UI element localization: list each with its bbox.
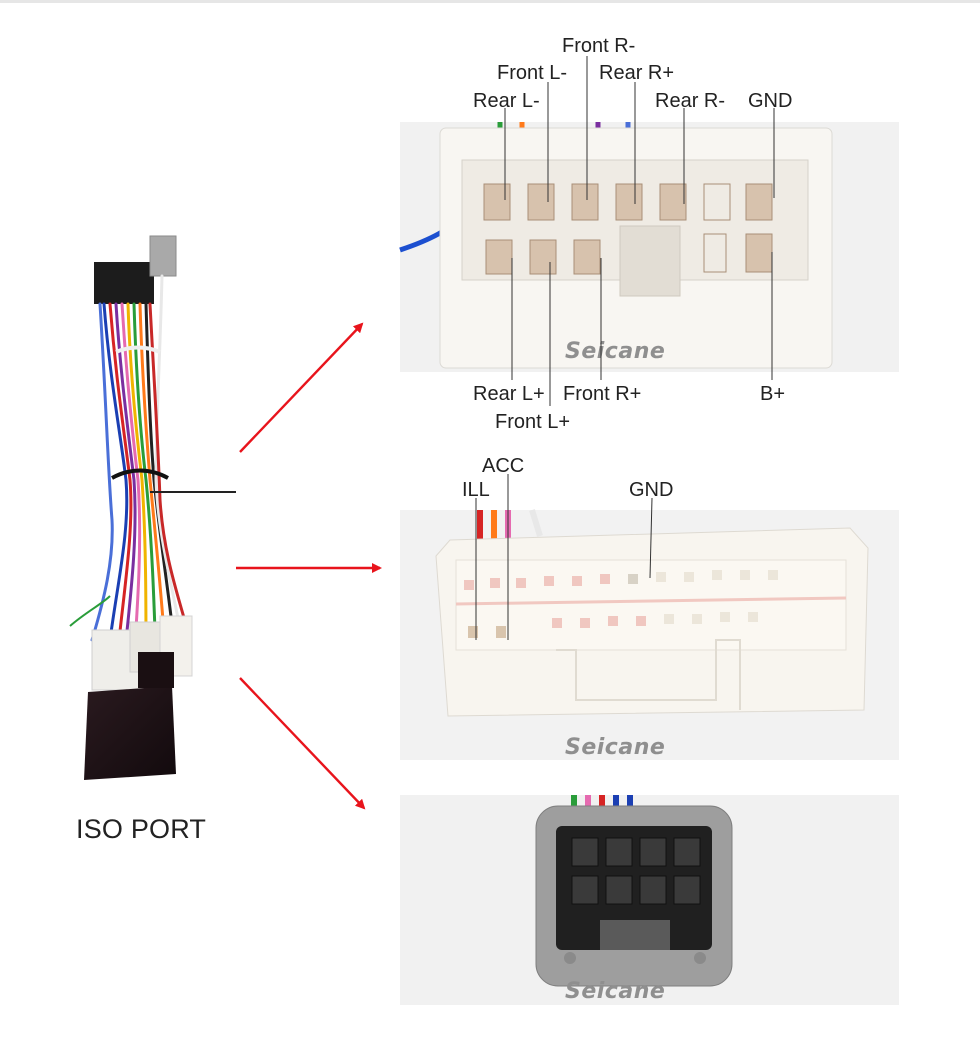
panel-top: Seicane Front R- Front L- Rear R+ Rear L… [399,35,899,433]
label-front-l-minus: Front L- [497,62,567,84]
label-b-plus: B+ [760,383,785,405]
pin-cavity-middle [455,559,847,651]
label-rear-l-plus: Rear L+ [473,383,545,405]
panel-bottom: Seicane [400,795,899,1005]
black-connector [94,262,154,304]
pin-top-2 [527,183,555,221]
pin-top-1 [483,183,511,221]
pin-top-4 [615,183,643,221]
label-front-l-plus: Front L+ [495,411,570,433]
grey-plug [149,235,177,277]
arrow-to-top [239,322,364,453]
pin-bottom-4 [703,233,727,273]
keying-slot [619,225,681,297]
label-rear-l-minus: Rear L- [473,90,540,112]
pin-bottom-1 [485,239,513,275]
watermark-top: Seicane [565,339,665,364]
pin-top-3 [571,183,599,221]
label-gnd-middle: GND [629,479,673,501]
pin-top-6 [703,183,731,221]
label-front-r-plus: Front R+ [563,383,641,405]
watermark-bottom: Seicane [565,979,665,1004]
pin-bottom-3 [573,239,601,275]
canbus-box [84,686,176,780]
box-lid [138,652,174,688]
keying-notch [600,920,670,950]
watermark-middle: Seicane [565,735,665,760]
iso-port-caption: ISO PORT [76,814,207,844]
pin-top-5 [659,183,687,221]
leader-gnd-middle [649,497,653,579]
arrow-to-bottom [239,677,366,810]
label-gnd-top: GND [748,90,792,112]
label-ill: ILL [462,479,490,501]
label-rear-r-plus: Rear R+ [599,62,674,84]
top-divider [0,0,980,3]
panel-middle: Seicane ACC ILL GND [400,455,899,760]
pin-top-7 [745,183,773,221]
label-rear-r-minus: Rear R- [655,90,725,112]
wiring-harness-icon [69,235,236,780]
pin-bottom-5 [745,233,773,273]
label-front-r-minus: Front R- [562,35,635,57]
pin-bottom-2 [529,239,557,275]
label-acc: ACC [482,455,524,477]
